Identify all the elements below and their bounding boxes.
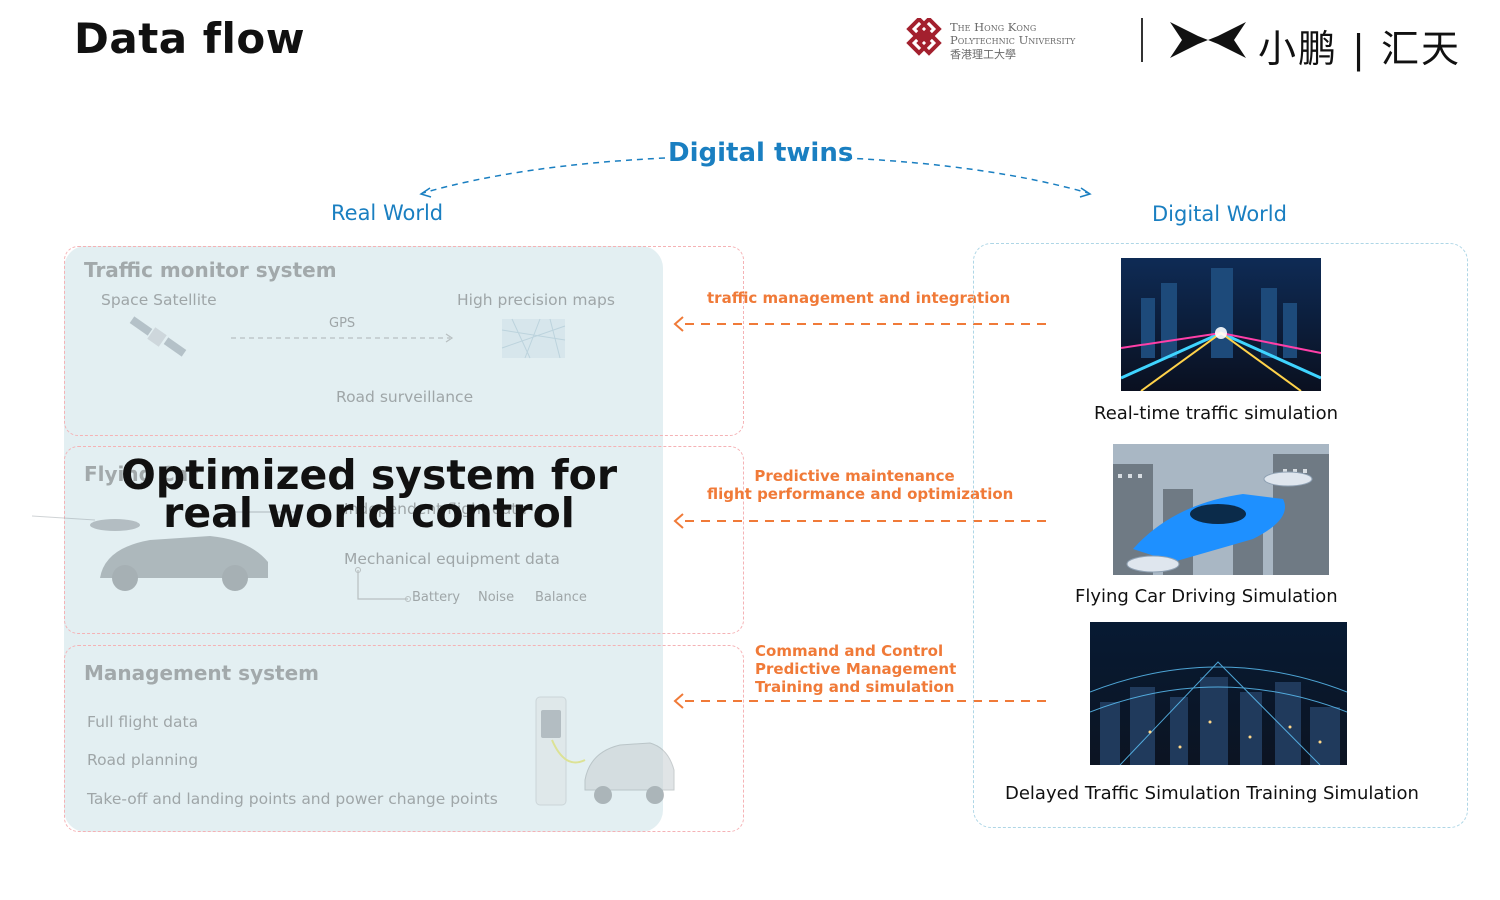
page-title: Data flow <box>74 14 306 63</box>
arrow2-label: Predictive maintenance flight performanc… <box>707 467 1014 503</box>
flying-car-section <box>64 446 744 634</box>
polyu-name-line1: The Hong Kong <box>950 20 1037 34</box>
arrow1-label-line1: traffic management and integration <box>707 289 1011 307</box>
real-world-label: Real World <box>331 201 444 225</box>
road-surveillance-label: Road surveillance <box>336 388 474 406</box>
optimized-system-title: Optimized system for real world control <box>84 451 654 537</box>
full-flight-data-label: Full flight data <box>87 713 199 731</box>
flying-car-sim-caption: Flying Car Driving Simulation <box>1075 586 1338 607</box>
flying-car-sim-image <box>1113 444 1329 575</box>
car-icon <box>584 742 675 804</box>
management-graphics <box>535 696 675 806</box>
high-precision-maps-label: High precision maps <box>457 291 615 309</box>
traffic-monitor-title: Traffic monitor system <box>84 258 337 282</box>
arrow3-label-line2: Predictive Management <box>755 660 957 678</box>
xpeng-logo-text: 小鹏 | 汇天 <box>1258 27 1461 71</box>
digital-twins-label: Digital twins <box>668 138 854 168</box>
noise-label: Noise <box>478 590 515 605</box>
digital-world-panel <box>973 243 1468 828</box>
xpeng-logo-icon <box>1170 22 1246 58</box>
independent-flight-data-label: Independent flight data <box>344 500 527 518</box>
polyu-name-line2: Polytechnic University <box>950 33 1076 47</box>
delayed-traffic-image <box>1090 622 1347 765</box>
battery-label: Battery <box>412 590 461 605</box>
delayed-traffic-caption: Delayed Traffic Simulation Training Simu… <box>1005 783 1419 804</box>
logo-divider <box>1141 18 1143 62</box>
satellite-icon <box>129 316 187 357</box>
arrow2-label-line2: flight performance and optimization <box>707 485 1014 503</box>
arrow1-label: traffic management and integration <box>707 289 1010 307</box>
space-satellite-label: Space Satellite <box>101 291 217 309</box>
management-section <box>64 645 744 832</box>
flying-car-icon <box>31 511 295 591</box>
realtime-traffic-image <box>1121 258 1321 391</box>
digital-world-label: Digital World <box>1152 202 1287 226</box>
polyu-emblem-icon <box>906 18 942 56</box>
traffic-monitor-section <box>64 246 744 436</box>
arrow3-label: Command and Control Predictive Managemen… <box>755 642 956 696</box>
realtime-traffic-caption: Real-time traffic simulation <box>1094 403 1339 424</box>
polyu-name-line3: 香港理工大學 <box>950 48 1016 61</box>
arrow3-label-line1: Command and Control <box>755 642 944 660</box>
balance-label: Balance <box>535 590 587 605</box>
map-icon <box>501 318 566 359</box>
flying-car-title: Flying Car <box>84 462 198 486</box>
road-planning-label: Road planning <box>87 751 199 769</box>
polyu-logo: The Hong Kong Polytechnic University 香港理… <box>904 18 1119 62</box>
optimized-system-title-line2: real world control <box>163 489 575 537</box>
mechanical-equipment-data-label: Mechanical equipment data <box>344 550 560 568</box>
arrow3-label-line3: Training and simulation <box>755 678 955 696</box>
optimized-system-title-line1: Optimized system for <box>120 451 618 499</box>
management-system-title: Management system <box>84 661 319 685</box>
traffic-monitor-graphics <box>129 316 566 359</box>
gps-label: GPS <box>329 316 356 331</box>
charging-station-icon <box>535 696 586 806</box>
flying-car-graphics <box>31 511 411 602</box>
arrow2-label-line1: Predictive maintenance <box>754 467 955 485</box>
takeoff-landing-label: Take-off and landing points and power ch… <box>87 790 498 808</box>
